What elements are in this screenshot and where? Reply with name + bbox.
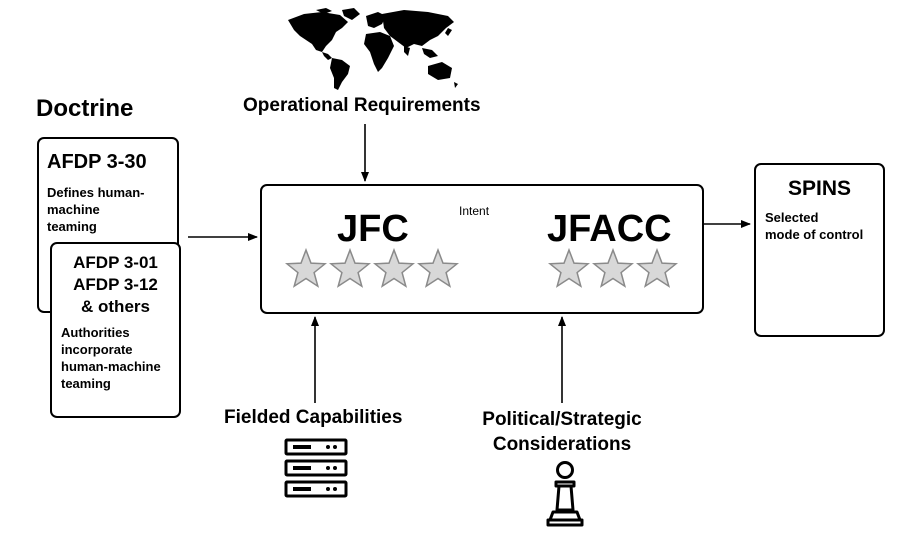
fielded-capabilities-label: Fielded Capabilities xyxy=(224,407,403,428)
spins-title: SPINS xyxy=(787,177,852,200)
doctrine-card-afdp-others: AFDP 3-01 AFDP 3-12 & others Authorities… xyxy=(50,242,181,418)
jfc-label: JFC xyxy=(337,208,409,250)
political-strategic-label: Political/Strategic Considerations xyxy=(482,409,642,455)
rank-star-icon xyxy=(416,248,460,288)
card-body: Authorities incorporate human-machine te… xyxy=(61,325,161,391)
server-rack-icon xyxy=(284,438,348,498)
jfacc-label: JFACC xyxy=(547,208,672,250)
world-map-icon xyxy=(288,8,458,90)
rank-star-icon xyxy=(328,248,372,288)
card-titles: AFDP 3-01 AFDP 3-12 & others xyxy=(73,253,158,316)
operational-requirements-label: Operational Requirements xyxy=(243,95,481,116)
rank-star-icon xyxy=(591,248,635,288)
rank-star-icon xyxy=(372,248,416,288)
rank-star-icon xyxy=(284,248,328,288)
chess-pawn-icon xyxy=(546,461,584,527)
rank-star-icon xyxy=(635,248,679,288)
spins-body: Selected mode of control xyxy=(765,210,864,242)
card-title: AFDP 3-30 xyxy=(47,151,147,173)
command-box: JFC JFACC Intent xyxy=(260,184,704,314)
card-body: Defines human- machine teaming xyxy=(47,185,145,234)
intent-label: Intent xyxy=(459,204,490,218)
rank-star-icon xyxy=(547,248,591,288)
spins-box: SPINS Selected mode of control xyxy=(754,163,885,337)
jfacc-stars xyxy=(547,248,679,290)
doctrine-title: Doctrine xyxy=(36,95,134,122)
jfc-stars xyxy=(284,248,460,290)
